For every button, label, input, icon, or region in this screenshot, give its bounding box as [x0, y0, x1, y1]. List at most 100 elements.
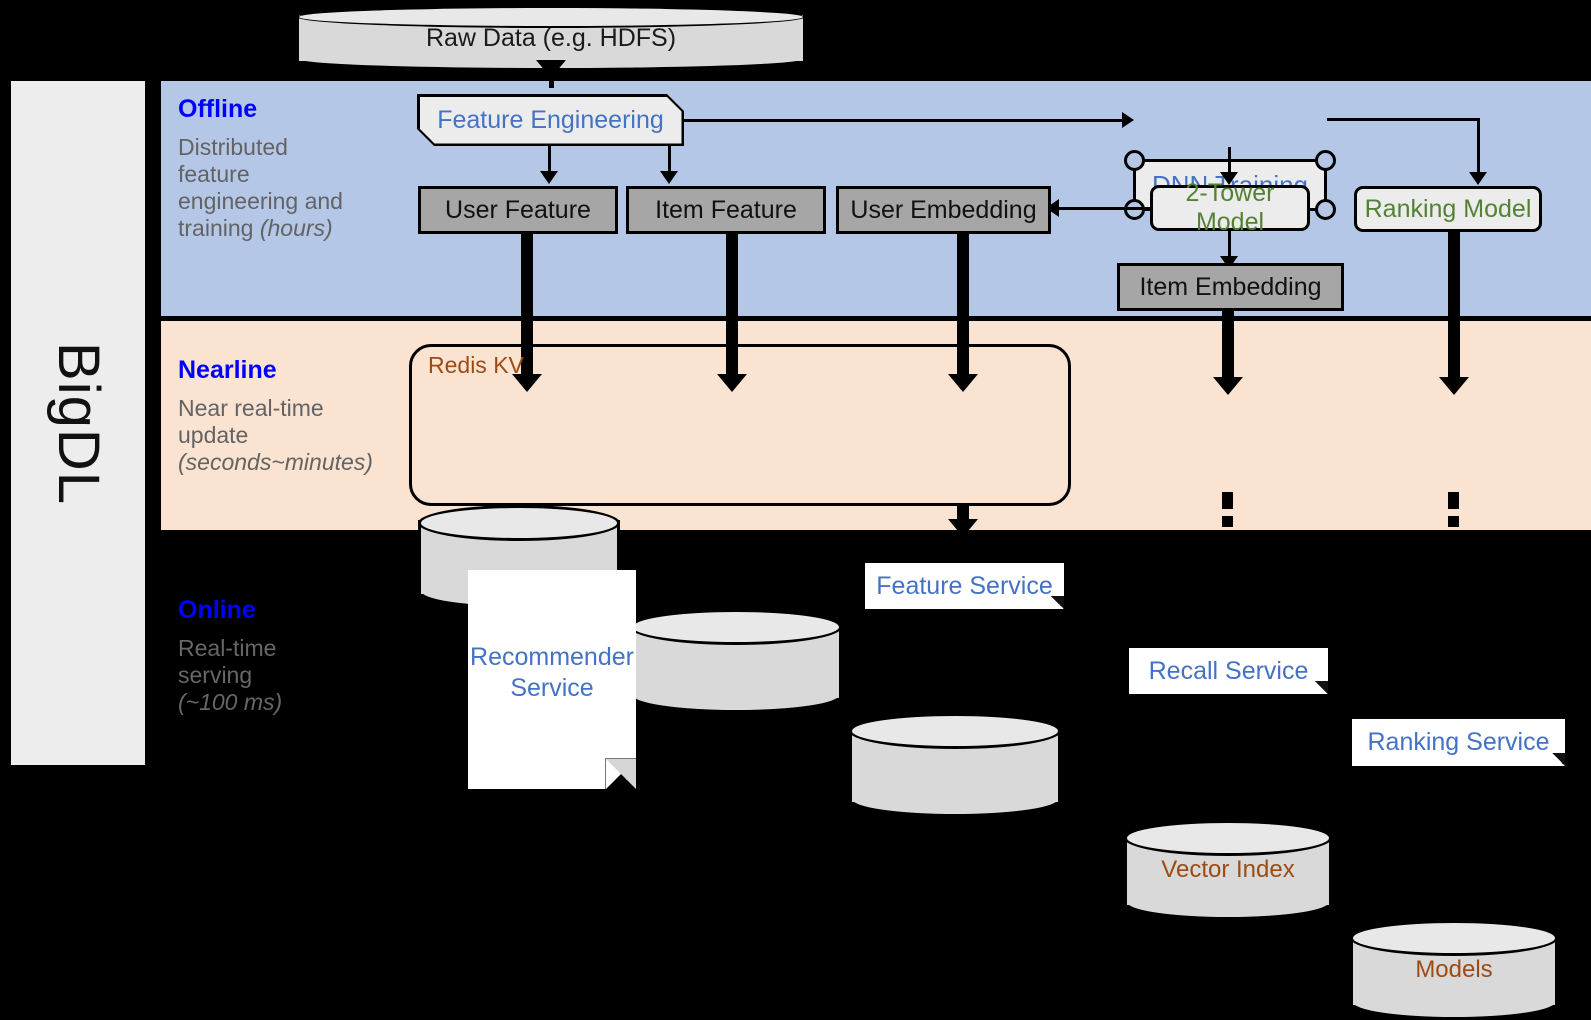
band-title-online: Online: [178, 596, 256, 624]
arrow-redis-to-featureservice-head: [948, 519, 978, 537]
band-desc-online: Real-time serving (~100 ms): [178, 635, 393, 716]
feature-engineering-box[interactable]: Feature Engineering: [417, 94, 684, 146]
redis-kv-container: [409, 344, 1071, 506]
nearline-desc-l3-italic: (seconds~minutes): [178, 448, 373, 475]
line-fe-to-itemfeature: [668, 146, 671, 176]
redis-store-cylinder-1: [418, 505, 620, 609]
band-nearline: [158, 321, 1591, 533]
models-label: Models: [1415, 956, 1493, 983]
item-embedding-box[interactable]: Item Embedding: [1117, 263, 1344, 311]
cyl3-top-icon: [849, 713, 1061, 749]
arrow-rawdata-to-fe-line: [549, 70, 554, 88]
user-feature-box[interactable]: User Feature: [418, 186, 618, 234]
nearline-desc-l1: Near real-time: [178, 395, 324, 421]
line-dnn-to-ranking-h: [1327, 118, 1480, 121]
nearline-desc-l2: update: [178, 421, 249, 448]
feature-service-box[interactable]: Feature Service: [865, 563, 1064, 609]
offline-desc-l1: Distributed: [178, 134, 288, 160]
raw-data-label: Raw Data (e.g. HDFS): [425, 23, 677, 52]
recall-service-box[interactable]: Recall Service: [1129, 648, 1328, 694]
stub-vectorindex-1: [1222, 492, 1233, 509]
raw-data-cylinder: Raw Data (e.g. HDFS): [297, 6, 805, 70]
line-dnn-to-ranking-v: [1477, 118, 1480, 176]
line-twotower-to-userembedding: [1056, 207, 1152, 210]
offline-desc-l4-italic: (hours): [259, 214, 333, 241]
band-caption-offline: Offline Distributed feature engineering …: [178, 97, 393, 242]
ranking-model-label: Ranking Model: [1364, 194, 1532, 223]
arrow-rankingmodel-to-models-head: [1439, 377, 1469, 395]
redis-store-2-label: [630, 609, 842, 713]
stub-redis-to-featureservice: [957, 506, 969, 522]
band-desc-nearline: Near real-time update (seconds~minutes): [178, 395, 413, 476]
arrow-fe-to-itemfeature-head: [660, 171, 678, 184]
line-twotower-to-itememb: [1228, 231, 1231, 261]
band-caption-online: Online Real-time serving (~100 ms): [178, 598, 393, 716]
line-dnn-to-twotower: [1228, 147, 1231, 177]
item-embedding-label: Item Embedding: [1139, 272, 1322, 301]
diagram-canvas: BigDL Offline Distributed feature engine…: [8, 6, 1591, 1020]
line-itememb-to-vectorindex: [1222, 309, 1234, 387]
line-fe-to-userfeature: [548, 146, 551, 176]
bigdl-label: BigDL: [45, 341, 111, 505]
cyl2-top-icon: [630, 609, 842, 645]
offline-desc-l3: engineering and: [178, 187, 343, 214]
user-embedding-label: User Embedding: [850, 195, 1037, 224]
recommender-line1: Recommender: [470, 643, 634, 671]
page-fold-icon: [1315, 681, 1328, 694]
band-caption-nearline: Nearline Near real-time update (seconds~…: [178, 358, 413, 476]
arrow-userfeature-to-store1-head: [512, 374, 542, 392]
vector-index-cylinder[interactable]: Vector Index: [1124, 820, 1332, 920]
notch-tr-icon: [1315, 150, 1336, 171]
offline-desc-l4: training: [178, 214, 260, 241]
line-fe-to-dnn: [684, 119, 1124, 122]
recommender-service-box[interactable]: Recommender Service: [468, 570, 636, 789]
user-embedding-box[interactable]: User Embedding: [836, 186, 1051, 234]
redis-store-3-label: [849, 713, 1061, 817]
online-desc-l1: Real-time: [178, 635, 277, 661]
feature-engineering-label: Feature Engineering: [420, 97, 682, 144]
page-fold-icon: [1552, 753, 1565, 766]
recommender-paper: [468, 570, 636, 789]
offline-desc-l2: feature: [178, 160, 250, 187]
recommender-line2: Service: [510, 673, 594, 702]
recommender-service-label: Recommender Service: [468, 642, 636, 703]
arrow-dnn-to-ranking-head: [1469, 172, 1487, 185]
band-title-offline: Offline: [178, 95, 258, 123]
stub-models-1: [1448, 492, 1459, 509]
ranking-service-box[interactable]: Ranking Service: [1352, 719, 1565, 766]
band-title-nearline: Nearline: [178, 356, 277, 384]
recall-service-label: Recall Service: [1148, 656, 1309, 685]
cylinder-top-icon: [297, 6, 805, 28]
online-desc-l2: serving: [178, 661, 253, 688]
stub-models-2: [1448, 516, 1459, 527]
band-desc-offline: Distributed feature engineering and trai…: [178, 134, 393, 242]
bigdl-rail: BigDL: [8, 78, 148, 768]
line-rankingmodel-to-models: [1448, 230, 1460, 387]
feature-service-label: Feature Service: [876, 571, 1053, 600]
page-fold-icon: [605, 758, 636, 789]
arrow-rawdata-to-fe-head: [536, 60, 566, 78]
vector-index-label: Vector Index: [1161, 856, 1295, 883]
ranking-model-box[interactable]: Ranking Model: [1354, 186, 1542, 232]
cyl1-top-icon: [418, 505, 620, 541]
notch-br-icon: [1315, 199, 1336, 220]
ranking-service-label: Ranking Service: [1367, 728, 1550, 756]
redis-store-1-label: [418, 505, 620, 609]
online-desc-l3-italic: (~100 ms): [178, 688, 283, 715]
arrow-itemfeature-to-store2-head: [717, 374, 747, 392]
redis-kv-label: Redis KV: [428, 352, 524, 378]
two-tower-model-label: 2-Tower Model: [1185, 179, 1275, 236]
item-feature-label: Item Feature: [655, 195, 797, 224]
arrow-fe-to-dnn-head: [1122, 112, 1134, 128]
arrow-userembedding-to-store3-head: [948, 374, 978, 392]
notch-tl-icon: [1124, 150, 1145, 171]
user-feature-label: User Feature: [445, 195, 591, 224]
redis-store-cylinder-2: [630, 609, 842, 713]
arrow-itememb-to-vectorindex-head: [1213, 377, 1243, 395]
two-tower-model-box[interactable]: 2-Tower Model: [1150, 179, 1310, 236]
arrow-dnn-to-twotower-head: [1220, 172, 1238, 185]
redis-store-cylinder-3: [849, 713, 1061, 817]
item-feature-box[interactable]: Item Feature: [626, 186, 826, 234]
models-cylinder[interactable]: Models: [1350, 920, 1558, 1020]
page-fold-icon: [1051, 596, 1064, 609]
